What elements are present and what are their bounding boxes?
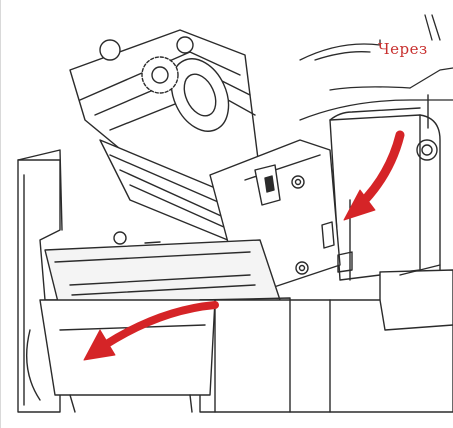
print-mechanism — [69, 29, 261, 246]
arrow-feed — [343, 130, 405, 221]
caption-text: Через — [378, 40, 428, 58]
label-strip — [25, 299, 216, 413]
frame-edge — [0, 0, 1, 428]
base-platen — [44, 231, 281, 311]
front-housing — [199, 264, 453, 413]
right-frame — [299, 14, 453, 121]
arrow-exit — [83, 301, 219, 361]
